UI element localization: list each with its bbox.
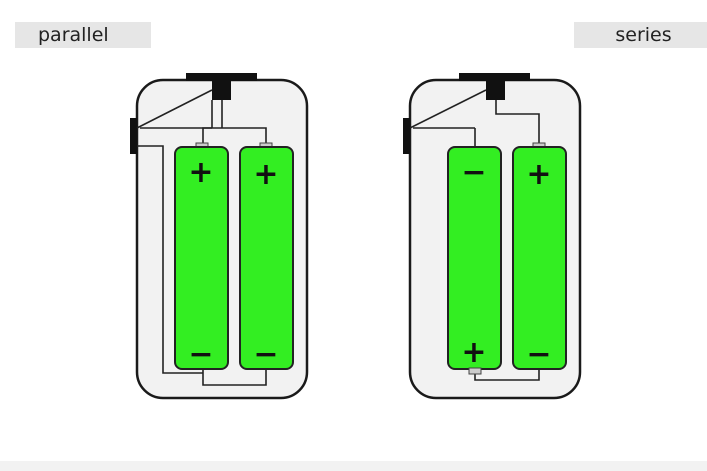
- parallel-wiring: [136, 89, 267, 386]
- bottom-strip: [0, 461, 707, 471]
- series-wiring: [409, 89, 540, 381]
- parallel-top-connector-post: [212, 80, 231, 100]
- parallel-battery-1-bottom-sign: −: [188, 337, 213, 372]
- series-battery-1-top-sign: −: [461, 155, 486, 190]
- parallel-mod: + − + −: [130, 73, 309, 400]
- series-label: series: [574, 22, 707, 48]
- series-battery-2-bottom-sign: −: [526, 337, 551, 372]
- parallel-battery-2-bottom-sign: −: [253, 337, 278, 372]
- parallel-label: parallel: [15, 22, 151, 48]
- series-top-connector-post: [486, 80, 505, 100]
- series-battery-1-bottom-sign: +: [461, 335, 486, 370]
- series-battery-2-top-sign: +: [526, 157, 551, 192]
- parallel-battery-2-top-sign: +: [253, 157, 278, 192]
- parallel-battery-2: + −: [239, 142, 294, 372]
- series-top-connector-icon: [459, 73, 530, 81]
- series-battery-2: + −: [512, 142, 567, 372]
- parallel-battery-1: + −: [174, 142, 229, 372]
- series-mod: − + + −: [403, 73, 582, 400]
- series-battery-1: − +: [447, 146, 502, 375]
- parallel-fire-button-icon: [130, 118, 137, 154]
- series-fire-button-icon: [403, 118, 410, 154]
- parallel-top-connector-icon: [186, 73, 257, 81]
- parallel-battery-1-top-sign: +: [188, 155, 213, 190]
